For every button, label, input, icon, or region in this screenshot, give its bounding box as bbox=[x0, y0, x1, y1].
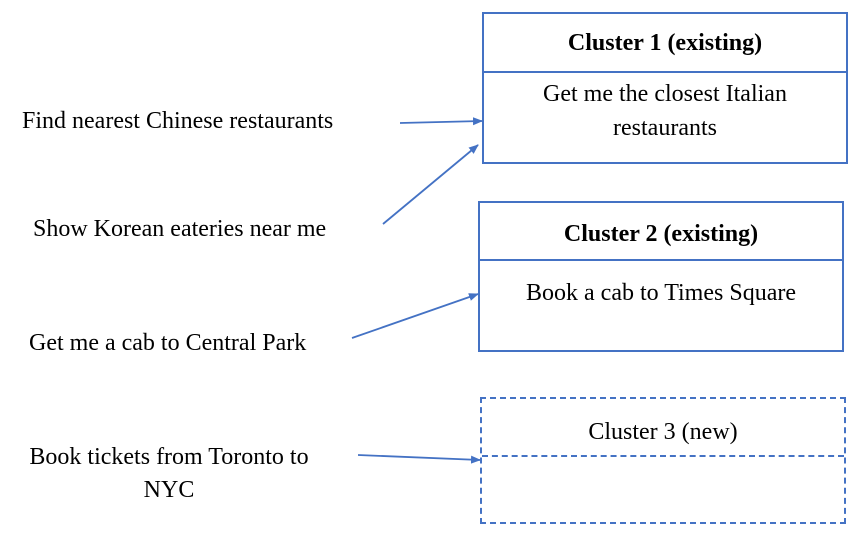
cluster-1-member: Get me the closest Italian restaurants bbox=[543, 81, 787, 141]
cluster-2-member: Book a cab to Times Square bbox=[526, 280, 796, 306]
arrow-chinese-to-cluster-1 bbox=[399, 117, 483, 126]
query-find-chinese: Find nearest Chinese restaurants bbox=[22, 108, 334, 134]
arrow-cab-to-cluster-2 bbox=[351, 293, 479, 339]
arrow-korean-to-cluster-1 bbox=[382, 144, 479, 225]
cluster-1-box: Cluster 1 (existing) Get me the closest … bbox=[482, 12, 848, 164]
arrow-tickets-to-cluster-3 bbox=[357, 454, 481, 464]
cluster-3-box: Cluster 3 (new) bbox=[480, 397, 846, 524]
cluster-2-title: Cluster 2 (existing) bbox=[480, 203, 842, 261]
query-show-korean: Show Korean eateries near me bbox=[33, 216, 327, 242]
query-cab-central-park: Get me a cab to Central Park bbox=[29, 330, 307, 356]
cluster-3-title: Cluster 3 (new) bbox=[482, 399, 844, 457]
cluster-2-box: Cluster 2 (existing) Book a cab to Times… bbox=[478, 201, 844, 352]
query-book-tickets: Book tickets from Toronto to NYC bbox=[29, 444, 309, 503]
cluster-1-title: Cluster 1 (existing) bbox=[484, 14, 846, 73]
